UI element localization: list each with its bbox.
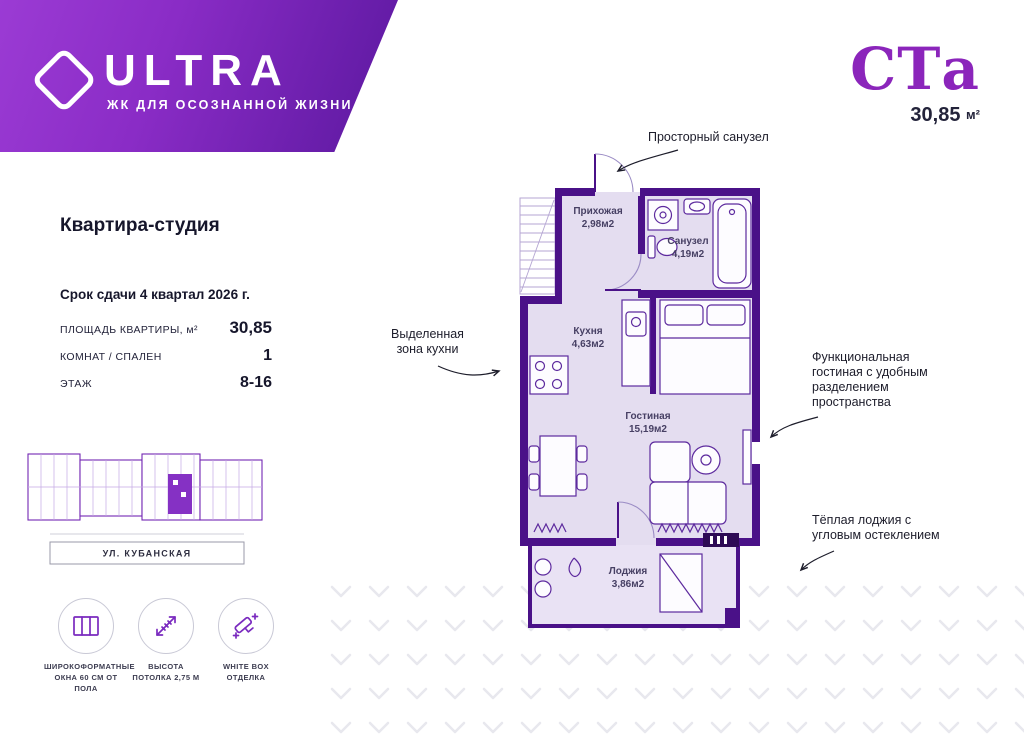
loggia-door xyxy=(617,501,655,539)
bathroom-door xyxy=(604,253,642,291)
floor-plan: Прихожая 2,98м2 Санузел 4,19м2 Кухня 4,6… xyxy=(519,153,760,628)
spec-row-area: ПЛОЩАДЬ КВАРТИРЫ, м² 30,85 xyxy=(60,318,272,338)
unit-area-value: 30,85 xyxy=(910,104,961,126)
radiator-icon xyxy=(533,522,723,534)
unit-area-unit: м² xyxy=(966,107,980,122)
washing-machine-icon xyxy=(647,199,679,231)
completion-deadline: Срок сдачи 4 квартал 2026 г. xyxy=(60,287,250,302)
feature-list: ШИРОКОФОРМАТНЫЕ ОКНА 60 СМ ОТ ПОЛА ВЫСОТ… xyxy=(44,598,286,695)
room-label-hallway: Прихожая xyxy=(573,206,623,217)
room-label-living: Гостиная xyxy=(625,411,670,422)
feature-label: ВЫСОТА ПОТОЛКА 2,75 М xyxy=(132,662,200,682)
highlighted-unit xyxy=(168,474,192,514)
spec-label: ПЛОЩАДЬ КВАРТИРЫ, м² xyxy=(60,324,198,336)
stove-icon xyxy=(529,355,569,395)
svg-text:2,98м2: 2,98м2 xyxy=(582,219,615,230)
spec-value: 30,85 xyxy=(229,318,272,337)
spec-label: КОМНАТ / СПАЛЕН xyxy=(60,351,162,363)
svg-text:4,63м2: 4,63м2 xyxy=(572,339,605,350)
sofa-icon xyxy=(649,441,727,525)
spec-row-floor: ЭТАЖ 8-16 xyxy=(60,374,272,392)
spec-table: ПЛОЩАДЬ КВАРТИРЫ, м² 30,85 КОМНАТ / СПАЛ… xyxy=(60,318,272,401)
building-site-plan: УЛ. КУБАНСКАЯ xyxy=(27,453,263,565)
annotation-loggia: Тёплая лоджия с угловым остеклением xyxy=(812,513,940,542)
sink-icon xyxy=(683,198,711,215)
loggia-floor xyxy=(528,545,740,628)
annotation-bathroom: Просторный санузел xyxy=(648,130,769,144)
window-icon xyxy=(58,598,114,654)
room-label-loggia: Лоджия xyxy=(609,566,648,577)
ceiling-height-icon xyxy=(138,598,194,654)
toilet-icon xyxy=(647,235,678,259)
tv-unit-icon xyxy=(742,429,752,485)
annotation-living: Функциональная гостиная с удобным раздел… xyxy=(812,350,928,409)
armchair-icon xyxy=(691,445,721,475)
svg-text:4,19м2: 4,19м2 xyxy=(672,249,705,260)
feature-label: WHITE BOX ОТДЕЛКА xyxy=(222,662,270,682)
apartment-type-title: Квартира-студия xyxy=(60,215,220,236)
svg-text:15,19м2: 15,19м2 xyxy=(629,424,667,435)
bathtub-icon xyxy=(712,198,752,289)
unit-code: СТа xyxy=(850,35,980,103)
room-labels: Прихожая 2,98м2 Санузел 4,19м2 Кухня 4,6… xyxy=(572,206,709,590)
room-label-kitchen: Кухня xyxy=(573,326,602,337)
street-label-box xyxy=(49,541,245,565)
paint-roller-icon xyxy=(218,598,274,654)
spec-label: ЭТАЖ xyxy=(60,378,92,390)
unit-code-block: СТа 30,85 м² xyxy=(850,40,980,127)
bed-icon xyxy=(659,299,751,395)
vent-shaft xyxy=(703,533,739,547)
loggia-items xyxy=(534,553,703,613)
feature-whitebox: WHITE BOX ОТДЕЛКА xyxy=(206,598,286,695)
fire-icon xyxy=(568,557,582,578)
spec-value: 8-16 xyxy=(239,374,272,391)
spec-row-rooms: КОМНАТ / СПАЛЕН 1 xyxy=(60,347,272,365)
svg-text:3,86м2: 3,86м2 xyxy=(612,579,645,590)
brand-banner: ULTRA ЖК ДЛЯ ОСОЗНАННОЙ ЖИЗНИ xyxy=(0,0,398,152)
feature-label: ШИРОКОФОРМАТНЫЕ ОКНА 60 СМ ОТ ПОЛА xyxy=(44,662,135,693)
brand-logo-text: ULTRA xyxy=(104,46,290,95)
entry-door xyxy=(594,153,634,193)
feature-ceiling-height: ВЫСОТА ПОТОЛКА 2,75 М xyxy=(126,598,206,695)
room-label-bathroom: Санузел xyxy=(667,236,708,247)
site-plan-grid xyxy=(28,454,262,520)
brand-tagline: ЖК ДЛЯ ОСОЗНАННОЙ ЖИЗНИ xyxy=(107,98,353,112)
feature-windows: ШИРОКОФОРМАТНЫЕ ОКНА 60 СМ ОТ ПОЛА xyxy=(44,598,135,695)
stairwell xyxy=(519,197,556,295)
annotation-kitchen: Выделенная зона кухни xyxy=(391,327,464,356)
kitchen-counter-icon xyxy=(621,299,651,387)
dining-table-icon xyxy=(528,435,588,497)
unit-area: 30,85 м² xyxy=(850,104,980,127)
spec-value: 1 xyxy=(263,347,272,364)
street-label: УЛ. КУБАНСКАЯ xyxy=(103,549,192,559)
ultra-diamond-icon xyxy=(34,50,94,110)
